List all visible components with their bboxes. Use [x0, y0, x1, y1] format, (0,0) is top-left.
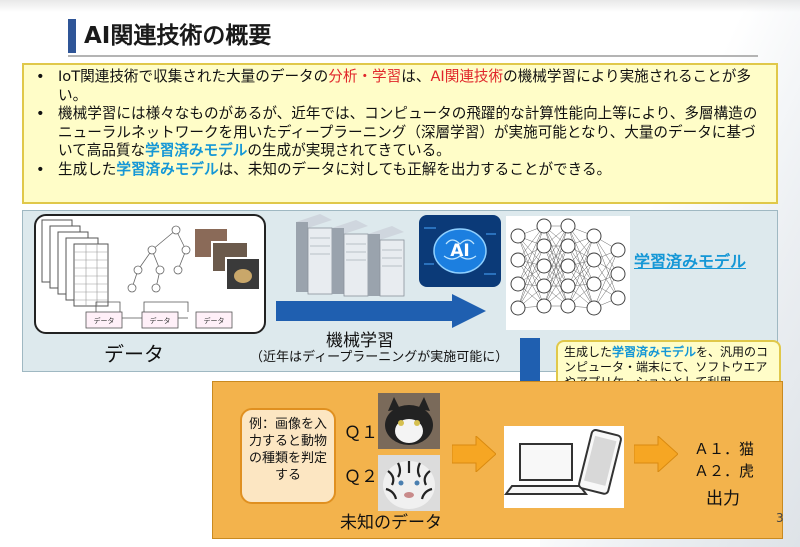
nn-node — [610, 242, 626, 258]
bullet-item: IoT関連技術で収集された大量のデータの分析・学習は、AI関連技術の機械学習によ… — [34, 68, 768, 105]
nn-connection — [567, 235, 595, 307]
nn-node — [510, 276, 526, 292]
nn-node — [586, 252, 602, 268]
nn-node — [560, 238, 576, 254]
nn-node — [560, 298, 576, 314]
nn-connection — [517, 235, 545, 307]
arrow-right-icon — [452, 436, 496, 472]
answer-1-label: Ａ１．猫 — [694, 440, 755, 458]
answer-2-label: Ａ２．虎 — [694, 462, 755, 480]
ai-badge-text: AI — [450, 241, 469, 261]
ai-brain-icon: AI — [419, 215, 501, 287]
bullet-text-segment: IoT関連技術で収集された大量のデータの — [58, 68, 329, 85]
question-2-label: Ｑ２. — [344, 467, 384, 487]
cat-photo — [378, 393, 440, 449]
nn-node — [536, 218, 552, 234]
nn-connection — [543, 225, 569, 287]
arrow-right-icon — [634, 436, 678, 472]
data-item-label: データ — [150, 316, 171, 325]
page-number: 3 — [776, 511, 784, 525]
nn-node — [560, 218, 576, 234]
title-accent-bar — [68, 19, 76, 53]
nn-connection — [567, 259, 595, 307]
nn-node — [610, 266, 626, 282]
nn-connection — [517, 235, 545, 287]
nn-connection — [567, 235, 595, 287]
nn-connection — [567, 265, 595, 309]
neural-network-icon — [506, 216, 630, 330]
bullet-text-segment: の生成が実現されてきている。 — [247, 142, 451, 160]
nn-node — [510, 228, 526, 244]
data-illustration: データ データ データ — [34, 214, 266, 334]
nn-node — [610, 290, 626, 306]
nn-node — [560, 278, 576, 294]
nn-node — [560, 258, 576, 274]
unknown-data-label: 未知のデータ — [340, 513, 442, 533]
data-illustration-graphic: データ データ データ — [41, 219, 261, 329]
nn-connection — [593, 249, 619, 309]
nn-node — [586, 300, 602, 316]
bullet-text-segment: 学習済みモデル — [116, 160, 219, 178]
bullet-text-segment: は、未知のデータに対しても正解を出力することができる。 — [218, 160, 612, 178]
arrow-right-icon — [276, 294, 486, 328]
machine-learning-sublabel: （近年はディープラーニングが実施可能に） — [250, 350, 509, 365]
nn-connection — [517, 245, 545, 285]
tiger-photo — [378, 455, 440, 511]
nn-node — [536, 278, 552, 294]
bullet-text-segment: 機械学習には様々なものがあるが、近年では、コンピュータの飛躍的な計算性能向上等に… — [58, 105, 758, 160]
bullet-text-segment: は、 — [401, 68, 431, 85]
nn-connection — [543, 245, 569, 307]
nn-connection — [517, 259, 545, 307]
inference-panel — [212, 381, 783, 539]
nn-connection — [517, 225, 545, 309]
data-item-label: データ — [94, 316, 115, 325]
machine-learning-label: 機械学習 — [326, 331, 394, 351]
nn-connection — [517, 265, 545, 309]
nn-connection — [567, 225, 595, 285]
bullet-text-segment: 分析・学習 — [328, 68, 402, 85]
bullet-text-segment: の機械学習により実施されることが多い。 — [58, 68, 751, 104]
bullet-box: IoT関連技術で収集された大量のデータの分析・学習は、AI関連技術の機械学習によ… — [22, 63, 778, 204]
callout-text: 生成した — [564, 345, 613, 359]
nn-connection — [517, 245, 545, 309]
data-label: データ — [104, 342, 164, 366]
nn-node — [510, 252, 526, 268]
nn-connection — [517, 225, 545, 285]
nn-node — [586, 276, 602, 292]
nn-connection — [543, 225, 569, 307]
nn-node — [510, 300, 526, 316]
example-box: 例：画像を入力すると動物の種類を判定する — [240, 408, 336, 504]
nn-connection — [567, 245, 595, 309]
bullet-list: IoT関連技術で収集された大量のデータの分析・学習は、AI関連技術の機械学習によ… — [34, 68, 768, 180]
data-item-label: データ — [204, 316, 225, 325]
nn-node — [586, 228, 602, 244]
server-rack-icon — [296, 214, 405, 297]
trained-model-label: 学習済みモデル — [634, 252, 747, 271]
callout-highlight: 学習済みモデル — [612, 345, 697, 359]
nn-connection — [543, 265, 569, 307]
question-1-label: Ｑ１. — [344, 423, 384, 443]
nn-node — [536, 298, 552, 314]
nn-node — [536, 238, 552, 254]
slide-title: AI関連技術の概要 — [84, 23, 272, 49]
laptop-tablet-icon — [504, 426, 624, 508]
bullet-item: 機械学習には様々なものがあるが、近年では、コンピュータの飛躍的な計算性能向上等に… — [34, 105, 768, 161]
nn-node — [536, 258, 552, 274]
bullet-text-segment: AI関連技術 — [430, 68, 504, 85]
nn-connection — [543, 225, 569, 267]
bullet-item: 生成した学習済みモデルは、未知のデータに対しても正解を出力することができる。 — [34, 161, 768, 180]
bullet-text-segment: 学習済みモデル — [145, 142, 248, 160]
nn-connection — [567, 225, 595, 309]
nn-connection — [567, 245, 595, 285]
title-underline — [68, 55, 758, 57]
output-label: 出力 — [706, 489, 740, 509]
bullet-text-segment: 生成した — [58, 160, 117, 178]
